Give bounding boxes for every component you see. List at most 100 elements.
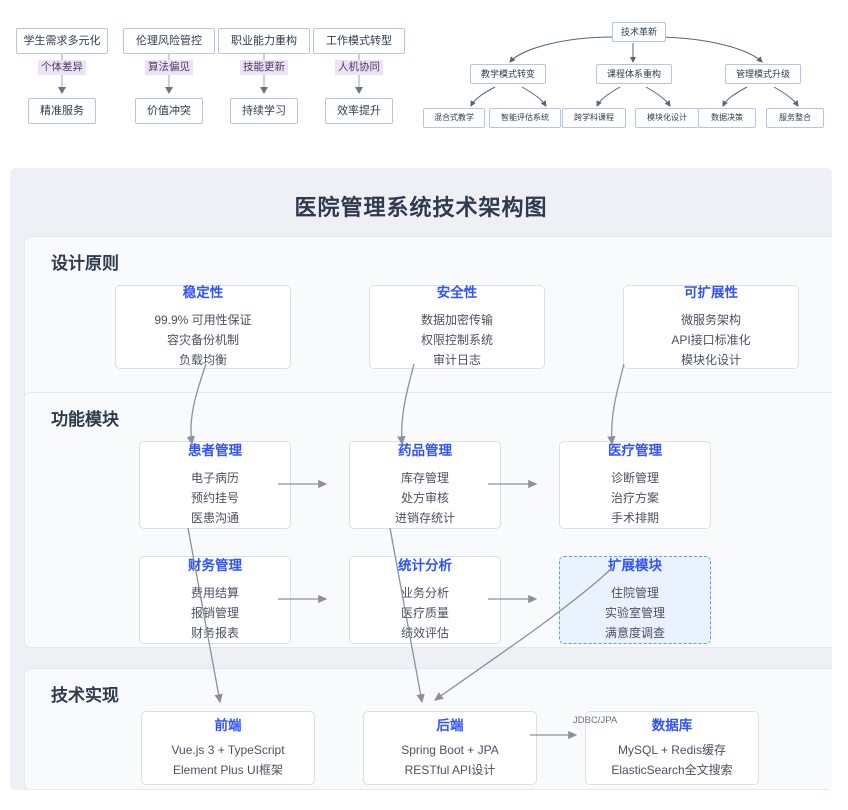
module-box-finance[interactable]: 财务管理 费用结算 报销管理 财务报表 xyxy=(139,556,291,644)
box-line: ElasticSearch全文搜索 xyxy=(611,762,733,777)
box-line: 审计日志 xyxy=(432,353,481,367)
box-line: 预约挂号 xyxy=(190,491,239,505)
box-line: 报销管理 xyxy=(190,606,239,620)
box-line: 99.9% 可用性保证 xyxy=(154,313,252,327)
flow-target-node[interactable]: 精准服务 xyxy=(28,98,96,124)
box-line: RESTful API设计 xyxy=(404,762,496,777)
box-line: 微服务架构 xyxy=(680,313,741,327)
box-line: 权限控制系统 xyxy=(420,333,493,347)
box-line: 负载均衡 xyxy=(178,353,227,367)
box-line: 诊断管理 xyxy=(610,471,659,485)
flow-connector: 个体差异 xyxy=(16,54,108,98)
box-line: 电子病历 xyxy=(190,471,239,485)
box-line: Spring Boot + JPA xyxy=(401,742,499,757)
top-left-flow-group: 学生需求多元化 个体差异 精准服务 伦理风险管控 算法偏见 价值冲突 职业能力重… xyxy=(0,0,410,150)
box-title: 扩展模块 xyxy=(608,558,662,573)
flow-chain-0: 学生需求多元化 个体差异 精准服务 xyxy=(16,28,108,124)
box-title: 药品管理 xyxy=(398,443,452,458)
principle-box-security[interactable]: 安全性 数据加密传输 权限控制系统 审计日志 xyxy=(369,285,545,369)
box-title: 患者管理 xyxy=(188,443,242,458)
tree-branch-node-2[interactable]: 管理模式升级 xyxy=(725,64,801,84)
box-line: 财务报表 xyxy=(190,626,239,640)
tree-branch-node-0[interactable]: 教学模式转变 xyxy=(470,64,546,84)
box-title: 稳定性 xyxy=(182,285,224,300)
box-title: 数据库 xyxy=(651,717,693,733)
flow-source-node[interactable]: 工作模式转型 xyxy=(313,28,405,54)
section-principles: 设计原则 稳定性 99.9% 可用性保证 容灾备份机制 负载均衡 安全性 数据加… xyxy=(24,236,832,416)
tree-branch-node-1[interactable]: 课程体系重构 xyxy=(596,64,672,84)
box-title: 统计分析 xyxy=(398,558,452,573)
arrow-head-icon xyxy=(165,87,173,94)
box-title: 可扩展性 xyxy=(684,285,738,300)
module-box-patient[interactable]: 患者管理 电子病历 预约挂号 医患沟通 xyxy=(139,441,291,529)
flow-edge-label: 人机协同 xyxy=(335,60,383,75)
arrow-head-icon xyxy=(260,87,268,94)
top-right-tree-group: 技术革新 教学模式转变 课程体系重构 管理模式升级 混合式教学 智能评估系统 跨… xyxy=(410,0,848,150)
box-line: 实验室管理 xyxy=(604,606,665,620)
flow-source-node[interactable]: 职业能力重构 xyxy=(218,28,310,54)
flow-chain-1: 伦理风险管控 算法偏见 价值冲突 xyxy=(123,28,215,124)
section-title-tech: 技术实现 xyxy=(51,686,119,705)
box-title: 财务管理 xyxy=(188,558,242,573)
box-line: 处方审核 xyxy=(400,491,449,505)
flow-target-node[interactable]: 持续学习 xyxy=(230,98,298,124)
flow-connector: 算法偏见 xyxy=(123,54,215,98)
tech-box-frontend[interactable]: 前端 Vue.js 3 + TypeScript Element Plus UI… xyxy=(141,711,315,785)
module-box-drug[interactable]: 药品管理 库存管理 处方审核 进销存统计 xyxy=(349,441,501,529)
flow-connector: 技能更新 xyxy=(218,54,310,98)
tree-leaf-node-1-1[interactable]: 模块化设计 xyxy=(635,108,699,128)
box-line: MySQL + Redis缓存 xyxy=(618,742,726,757)
arrow-head-icon xyxy=(58,87,66,94)
box-title: 安全性 xyxy=(436,285,478,300)
flow-target-node[interactable]: 效率提升 xyxy=(325,98,393,124)
tree-leaf-node-2-1[interactable]: 服务整合 xyxy=(766,108,824,128)
module-box-statistics[interactable]: 统计分析 业务分析 医疗质量 绩效评估 xyxy=(349,556,501,644)
tree-leaf-node-0-0[interactable]: 混合式教学 xyxy=(423,108,485,128)
box-line: 库存管理 xyxy=(400,471,449,485)
modules-row-top: 患者管理 电子病历 预约挂号 医患沟通 药品管理 库存管理 处方审核 进销存统计… xyxy=(139,441,711,529)
principles-box-row: 稳定性 99.9% 可用性保证 容灾备份机制 负载均衡 安全性 数据加密传输 权… xyxy=(115,285,799,369)
box-line: 业务分析 xyxy=(400,586,449,600)
box-line: API接口标准化 xyxy=(671,333,751,347)
flow-connector: 人机协同 xyxy=(313,54,405,98)
box-line: 住院管理 xyxy=(610,586,659,600)
box-title: 后端 xyxy=(436,717,464,733)
flow-chain-3: 工作模式转型 人机协同 效率提升 xyxy=(313,28,405,124)
box-line: 容灾备份机制 xyxy=(166,333,239,347)
principle-box-stability[interactable]: 稳定性 99.9% 可用性保证 容灾备份机制 负载均衡 xyxy=(115,285,291,369)
section-title-modules: 功能模块 xyxy=(51,410,119,429)
page-title: 医院管理系统技术架构图 xyxy=(294,195,548,220)
box-line: 进销存统计 xyxy=(394,511,455,525)
box-title: 前端 xyxy=(214,717,242,733)
tree-leaf-node-1-0[interactable]: 跨学科课程 xyxy=(562,108,626,128)
tree-leaf-node-0-1[interactable]: 智能评估系统 xyxy=(489,108,561,128)
flow-source-node[interactable]: 伦理风险管控 xyxy=(123,28,215,54)
tree-root-node[interactable]: 技术革新 xyxy=(612,22,666,42)
flow-target-node[interactable]: 价值冲突 xyxy=(135,98,203,124)
box-line: 数据加密传输 xyxy=(420,313,493,327)
tech-box-database[interactable]: 数据库 MySQL + Redis缓存 ElasticSearch全文搜索 xyxy=(585,711,759,785)
box-line: 手术排期 xyxy=(610,511,659,525)
module-box-extension[interactable]: 扩展模块 住院管理 实验室管理 满意度调查 xyxy=(559,556,711,644)
box-line: 费用结算 xyxy=(190,586,239,600)
box-line: 医患沟通 xyxy=(190,511,239,525)
modules-row-bottom: 财务管理 费用结算 报销管理 财务报表 统计分析 业务分析 医疗质量 绩效评估 … xyxy=(139,556,711,644)
tree-leaf-node-2-0[interactable]: 数据决策 xyxy=(698,108,756,128)
principle-box-scalability[interactable]: 可扩展性 微服务架构 API接口标准化 模块化设计 xyxy=(623,285,799,369)
module-box-medical[interactable]: 医疗管理 诊断管理 治疗方案 手术排期 xyxy=(559,441,711,529)
tech-box-backend[interactable]: 后端 Spring Boot + JPA RESTful API设计 xyxy=(363,711,537,785)
box-title: 医疗管理 xyxy=(608,443,662,458)
section-title-principles: 设计原则 xyxy=(51,254,119,273)
box-line: 模块化设计 xyxy=(680,353,741,367)
flow-edge-label: 个体差异 xyxy=(38,60,86,75)
box-line: 绩效评估 xyxy=(400,626,449,640)
architecture-card: 医院管理系统技术架构图 设计原则 稳定性 99.9% 可用性保证 容灾备份机制 … xyxy=(10,168,832,790)
box-line: 治疗方案 xyxy=(610,491,659,505)
flow-chain-2: 职业能力重构 技能更新 持续学习 xyxy=(218,28,310,124)
flow-source-node[interactable]: 学生需求多元化 xyxy=(16,28,108,54)
box-line: Element Plus UI框架 xyxy=(172,762,284,777)
box-line: Vue.js 3 + TypeScript xyxy=(171,742,285,757)
edge-label-jdbc: JDBC/JPA xyxy=(573,715,618,726)
arrow-head-icon xyxy=(355,87,363,94)
flow-edge-label: 技能更新 xyxy=(240,60,288,75)
